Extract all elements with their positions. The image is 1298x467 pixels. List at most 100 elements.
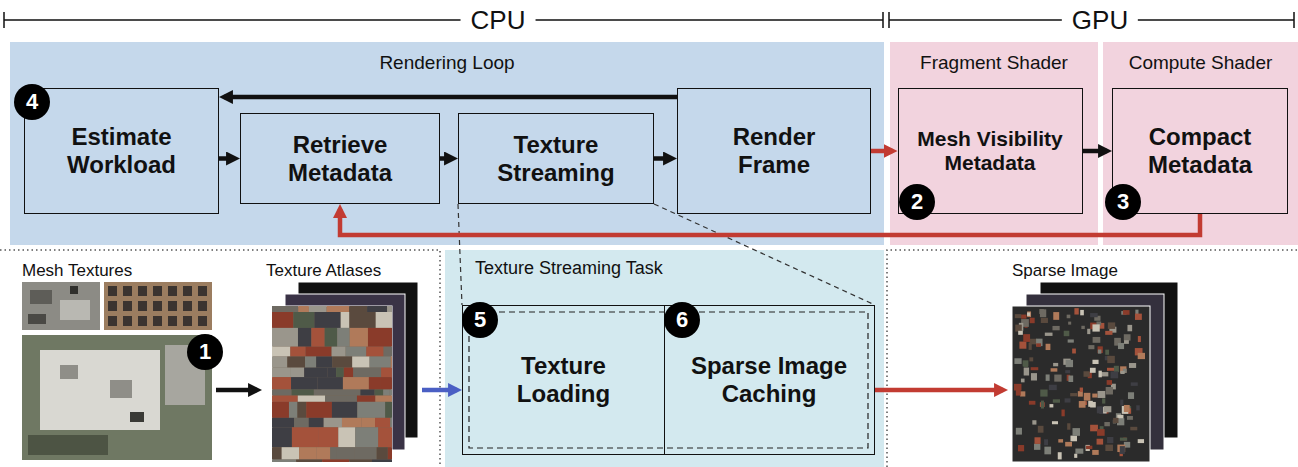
atlas-tile (341, 312, 350, 328)
dotted-separator (887, 250, 1298, 467)
facade-window (108, 316, 117, 326)
sparse-tile (1027, 312, 1030, 315)
box-label: Estimate Workload (47, 123, 197, 178)
sparse-tile (1049, 385, 1057, 390)
sparse-tile (1058, 439, 1063, 442)
figure-heading: Sparse Image (1012, 261, 1183, 281)
sparse-tile (1107, 356, 1115, 363)
sparse-tile (1031, 373, 1037, 380)
atlas-tile (272, 347, 290, 357)
sparse-tile (1041, 318, 1048, 323)
flow-arrow (440, 156, 453, 161)
rooftop-texture (22, 335, 212, 460)
sparse-tile (1131, 382, 1138, 386)
atlas-tile (330, 447, 337, 459)
sparse-tile (1066, 360, 1073, 367)
atlas-sheet (272, 306, 392, 462)
atlas-tile (298, 306, 309, 312)
sparse-tile (1097, 429, 1105, 436)
sparse-tile (1135, 314, 1142, 320)
atlas-sheet (285, 294, 405, 450)
sparse-tile (1093, 337, 1101, 343)
zoom-line (458, 204, 462, 305)
atlas-tile (349, 312, 375, 328)
sparse-tile (1088, 345, 1094, 349)
atlas-tile (311, 328, 324, 347)
sparse-tile (1090, 368, 1096, 373)
atlas-tile (353, 368, 381, 378)
facade-window (183, 301, 192, 311)
atlas-tile (325, 396, 346, 402)
atlas-tile (346, 347, 367, 357)
atlas-tile (306, 347, 332, 357)
facade-window (108, 301, 117, 311)
sparse-tile (1098, 346, 1103, 353)
atlas-tile (389, 390, 392, 396)
sparse-tile (1130, 427, 1137, 431)
atlas-tile (306, 402, 332, 418)
sparse-tile (1080, 310, 1084, 315)
atlas-tile (287, 357, 305, 368)
atlas-tile (344, 368, 353, 378)
sparse-tile (1014, 358, 1021, 364)
facade-window (183, 316, 192, 326)
atlas-tile (375, 418, 390, 427)
atlas-tile (338, 427, 355, 447)
sparse-tile (1073, 428, 1080, 436)
sparse-tile (1111, 371, 1119, 378)
atlas-tile (291, 368, 304, 378)
box-label: Sparse Image Caching (682, 352, 857, 407)
atlas-tile (355, 447, 377, 459)
rooftop-detail (130, 412, 144, 422)
atlas-tile (357, 396, 375, 402)
sparse-tile (1016, 428, 1022, 435)
sparse-tile (1015, 325, 1022, 332)
atlas-tile (304, 368, 327, 378)
sparse-tile (1023, 360, 1029, 366)
region-title: Fragment Shader (920, 52, 1068, 75)
atlas-tile (387, 306, 392, 312)
atlas-tile (290, 347, 305, 357)
facade-window (123, 301, 132, 311)
facade-window (168, 316, 177, 326)
atlas-tile (377, 447, 388, 459)
sparse-tile (1074, 454, 1077, 458)
atlas-tile (325, 328, 338, 347)
box-label: Retrieve Metadata (265, 131, 415, 186)
sparse-tile (1020, 391, 1025, 396)
atlas-tile (272, 312, 293, 328)
atlas-tile (291, 377, 317, 389)
sparse-tile (1120, 371, 1124, 374)
sparse-tile (1036, 343, 1041, 347)
atlas-tile (297, 402, 306, 418)
atlas-tile (346, 396, 357, 402)
flow-arrow (219, 156, 235, 161)
process-box: Texture Streaming (458, 113, 654, 204)
sparse-tile (1065, 398, 1071, 402)
sparse-tile (1127, 416, 1133, 420)
sparse-tile (1124, 340, 1129, 344)
atlas-tile (293, 312, 314, 328)
facade-window (198, 286, 207, 296)
sparse-tile (1053, 399, 1060, 402)
facade-window (198, 316, 207, 326)
flow-arrow (340, 209, 1200, 235)
sparse-tile (1107, 380, 1112, 385)
roof-detail (28, 314, 46, 324)
roof-detail (70, 286, 78, 294)
cpu-bracket (4, 12, 883, 28)
atlas-tile (332, 402, 357, 418)
sparse-tile (1120, 400, 1123, 406)
sparse-tile (1129, 363, 1136, 368)
sparse-tile (1092, 394, 1097, 398)
sparse-tile (1104, 422, 1109, 426)
sparse-tile (1046, 344, 1051, 350)
box-label: Compact Metadata (1130, 123, 1270, 178)
facade-window (168, 286, 177, 296)
sparse-tile (1053, 363, 1058, 366)
atlas-tile (381, 377, 392, 389)
region-title: Rendering Loop (379, 52, 514, 75)
sparse-tile (1092, 360, 1098, 364)
sparse-tile (1136, 405, 1139, 410)
